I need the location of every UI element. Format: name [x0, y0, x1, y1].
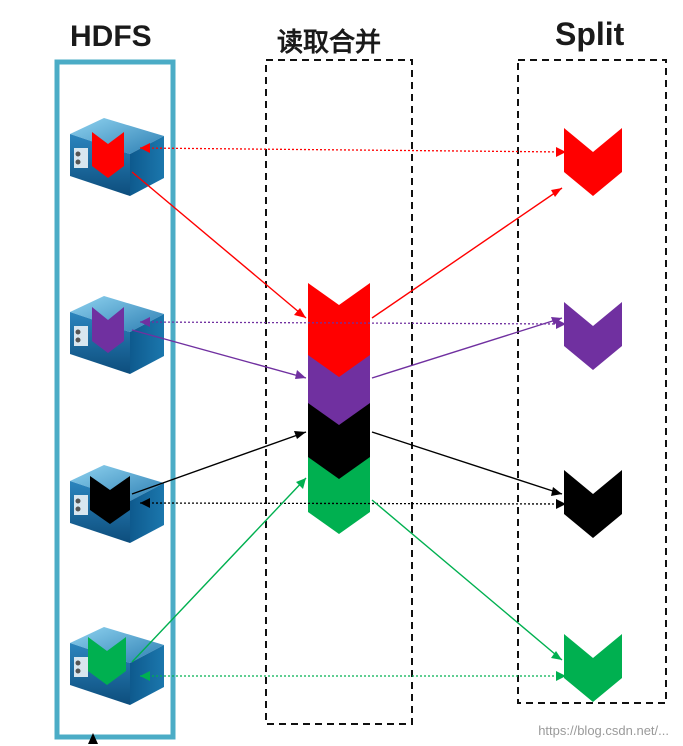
split-arrowheads	[551, 188, 562, 660]
split-block-black	[564, 470, 622, 538]
arrow-black-to-split	[371, 431, 563, 495]
split-block-purple	[564, 302, 622, 370]
merge-title: 读取合并	[277, 28, 382, 58]
arrow-red-to-split	[371, 187, 563, 319]
dotted-arrow-purple	[139, 321, 567, 325]
hdfs-title: HDFS	[70, 20, 152, 53]
arrow-purple-to-split	[371, 317, 563, 379]
arrow-red-to-merge	[131, 171, 307, 319]
split-block-red	[564, 128, 622, 196]
merged-block-red	[308, 283, 370, 377]
split-frame	[517, 59, 667, 704]
dotted-arrow-black	[139, 502, 567, 505]
arrow-green-to-split	[371, 499, 563, 661]
hdfs-block-black	[90, 476, 130, 524]
hdfs-block-purple	[92, 307, 124, 353]
pointer-arrow	[88, 733, 98, 744]
arrow-black-to-merge	[131, 431, 307, 495]
dotted-arrowheads	[140, 143, 566, 681]
merge-frame	[265, 59, 413, 725]
arrow-green-to-merge	[131, 477, 307, 663]
merge-arrowheads	[294, 308, 306, 489]
hdfs-block-green	[88, 637, 126, 685]
dotted-arrow-red	[139, 147, 567, 153]
split-title: Split	[555, 16, 625, 52]
hdfs-block-red	[92, 132, 124, 178]
watermark-text: https://blog.csdn.net/...	[538, 723, 669, 738]
split-block-green	[564, 634, 622, 702]
hdfs-frame	[54, 59, 176, 740]
arrow-purple-to-merge	[131, 329, 307, 379]
